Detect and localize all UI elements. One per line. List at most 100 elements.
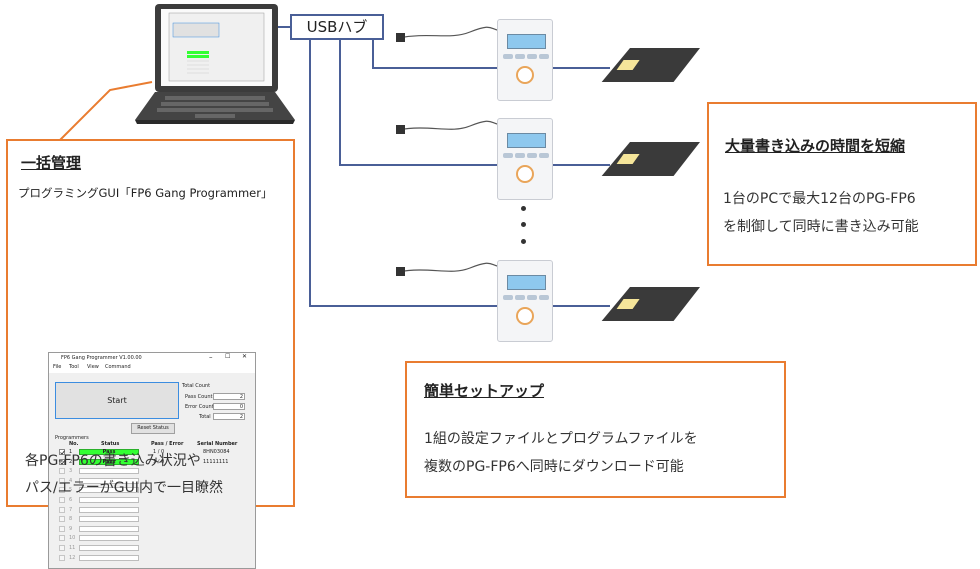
programmer-no: 5 (69, 487, 73, 494)
left-callout: 一括管理 プログラミングGUI「FP6 Gang Programmer」 FP6… (6, 139, 295, 569)
programmer-checkbox[interactable] (59, 545, 65, 551)
key-icon (539, 153, 549, 158)
programmer-no: 12 (69, 554, 76, 561)
programmer-row: 10 (55, 534, 250, 543)
menu-tool[interactable]: Tool (69, 364, 79, 370)
programmer-status (79, 545, 139, 551)
reset-status-button[interactable]: Reset Status (131, 423, 175, 434)
col-no-header: No. (69, 441, 79, 447)
programmer-row: 6 (55, 496, 250, 505)
menu-command[interactable]: Command (105, 364, 131, 370)
programmer-row: 3 (55, 467, 250, 476)
programmer-status (79, 554, 139, 561)
connection-lines (59, 26, 610, 307)
close-icon[interactable]: ✕ (242, 353, 248, 360)
pass-count-label: Pass Count (185, 394, 213, 400)
programmer-no: 2 (69, 458, 73, 465)
bottom-callout-line-1: 1組の設定ファイルとプログラムファイルを (424, 431, 698, 447)
key-icon (503, 153, 513, 158)
pg-fp6-device-1 (497, 19, 553, 101)
col-status-header: Status (101, 441, 120, 447)
gui-titlebar: FP6 Gang Programmer V1.00.00 – ☐ ✕ (49, 353, 255, 363)
programmer-checkbox[interactable] (59, 516, 65, 523)
programmer-status (79, 487, 139, 494)
programmer-checkbox[interactable] (59, 468, 65, 475)
total-field: 2 (213, 413, 245, 420)
target-board-icon (601, 142, 700, 176)
key-icon (539, 295, 549, 300)
key-icon (527, 295, 537, 300)
programmer-no: 1 (69, 449, 73, 455)
programmer-row: 9 (55, 525, 250, 534)
laptop-keyboard-icon (135, 92, 295, 124)
key-icon (527, 54, 537, 59)
lcd-icon (507, 34, 546, 49)
check-icon (60, 450, 65, 455)
start-knob-icon (516, 66, 534, 84)
gui-menubar (49, 363, 255, 373)
top-right-callout-title: 大量書き込みの時間を短縮 (725, 137, 906, 155)
programmer-checkbox[interactable] (59, 449, 65, 455)
programmer-row: 8 (55, 515, 250, 524)
programmer-no: 10 (69, 535, 76, 542)
programmer-status (79, 535, 139, 542)
programmer-pass-error: 1 / 0 (153, 458, 165, 465)
programmer-checkbox[interactable] (59, 535, 65, 542)
programmer-status (79, 516, 139, 523)
left-callout-subtitle: プログラミングGUI「FP6 Gang Programmer」 (18, 186, 273, 200)
programmer-serial: 11111111 (203, 458, 229, 465)
start-knob-icon (516, 307, 534, 325)
error-count-field: 0 (213, 403, 245, 410)
left-callout-title: 一括管理 (21, 154, 82, 172)
programmer-checkbox[interactable] (59, 477, 65, 484)
key-icon (515, 153, 525, 158)
programmer-checkbox[interactable] (59, 554, 65, 561)
menu-view[interactable]: View (87, 364, 99, 370)
maximize-icon[interactable]: ☐ (225, 353, 231, 360)
programmer-status (79, 525, 139, 532)
error-count-label: Error Count (185, 404, 214, 410)
minimize-icon[interactable]: – (209, 353, 213, 361)
menu-file[interactable]: File (53, 364, 62, 370)
bottom-callout-line-2: 複数のPG-FP6へ同時にダウンロード可能 (424, 459, 684, 475)
programmer-row: 11 (55, 544, 250, 553)
pg-fp6-device-12 (497, 260, 553, 342)
programmer-row: 4 (55, 477, 250, 486)
top-right-callout-line-2: を制御して同時に書き込み可能 (723, 219, 919, 235)
top-right-callout-line-1: 1台のPCで最大12台のPG-FP6 (723, 191, 916, 207)
programmer-no: 8 (69, 516, 73, 523)
programmer-status: Pass (79, 449, 139, 455)
lcd-icon (507, 133, 546, 148)
programmer-row: 5 (55, 486, 250, 495)
target-board-icon (601, 48, 700, 82)
lcd-icon (507, 275, 546, 290)
programmer-checkbox[interactable] (59, 458, 65, 465)
programmer-status (79, 497, 139, 503)
key-icon (503, 295, 513, 300)
programmer-checkbox[interactable] (59, 525, 65, 532)
key-icon (539, 54, 549, 59)
programmer-checkbox[interactable] (59, 497, 65, 503)
total-label: Total (199, 414, 211, 420)
programmer-checkbox[interactable] (59, 487, 65, 494)
top-right-callout: 大量書き込みの時間を短縮 1台のPCで最大12台のPG-FP6 を制御して同時に… (707, 102, 977, 266)
total-count-label: Total Count (182, 383, 211, 389)
key-icon (527, 153, 537, 158)
bottom-callout-title: 簡単セットアップ (424, 382, 545, 400)
key-icon (515, 295, 525, 300)
start-button[interactable]: Start (55, 382, 179, 419)
laptop-display (161, 9, 272, 86)
programmers-label: Programmers (55, 435, 89, 441)
check-icon (60, 460, 65, 465)
programmer-no: 4 (69, 477, 73, 484)
programmer-status (79, 468, 139, 475)
gui-title: FP6 Gang Programmer V1.00.00 (61, 355, 142, 361)
programmer-no: 6 (69, 497, 73, 503)
left-callout-desc-1: 各PG-FP6の書き込み状況や (25, 453, 201, 469)
programmer-no: 9 (69, 525, 73, 532)
laptop-gui-thumbnail-icon (168, 12, 265, 82)
start-knob-icon (516, 165, 534, 183)
key-icon (503, 54, 513, 59)
